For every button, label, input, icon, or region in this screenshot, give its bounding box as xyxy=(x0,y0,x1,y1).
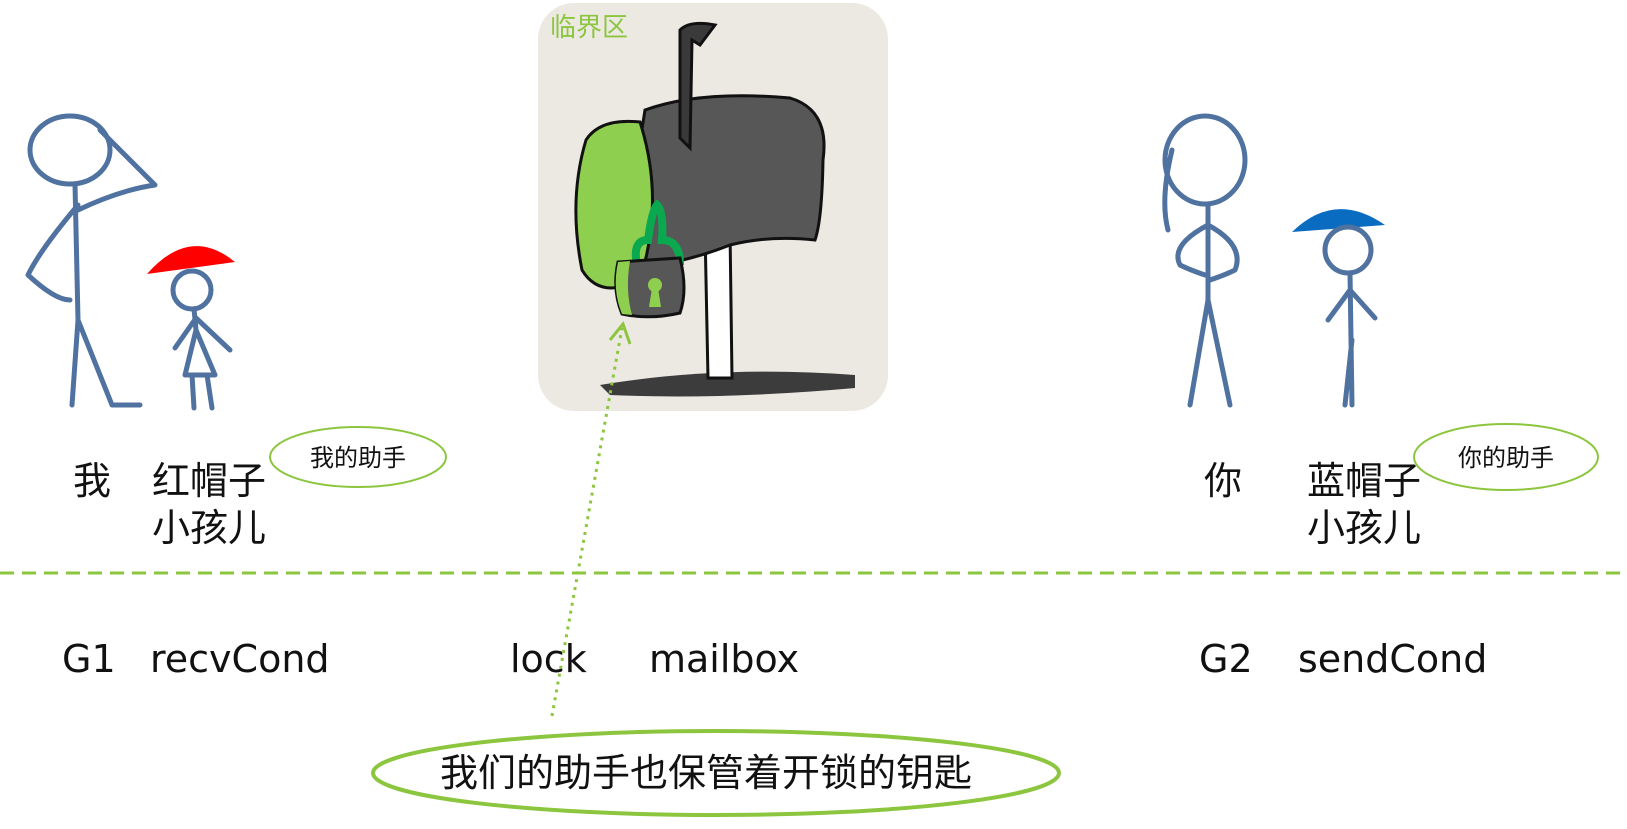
you-stick-figure xyxy=(1162,113,1248,408)
red-hat-kid-figure xyxy=(147,246,235,411)
your-helper-label: 你的助手 xyxy=(1458,444,1554,472)
bottom-note: 我们的助手也保管着开锁的钥匙 xyxy=(440,751,972,795)
me-stick-figure xyxy=(25,113,158,408)
blue-hat-kid-label: 小孩儿 xyxy=(1307,506,1421,550)
critical-section-label: 临界区 xyxy=(550,13,628,43)
mailbox-label: mailbox xyxy=(649,637,799,681)
your-helper-bubble xyxy=(1413,423,1599,491)
g1-label: G1 xyxy=(62,637,116,681)
you-label: 你 xyxy=(1204,459,1242,503)
blue-hat-label: 蓝帽子 xyxy=(1307,459,1421,503)
critical-section-panel: 临界区 xyxy=(538,3,888,411)
red-hat-label: 红帽子 xyxy=(152,459,266,503)
sendcond-label: sendCond xyxy=(1298,637,1487,681)
recvcond-label: recvCond xyxy=(150,637,330,681)
red-hat-kid-label: 小孩儿 xyxy=(152,506,266,550)
my-helper-label: 我的助手 xyxy=(310,444,406,472)
blue-hat-kid-figure xyxy=(1292,209,1385,408)
g2-label: G2 xyxy=(1199,637,1253,681)
padlock-icon xyxy=(614,199,686,319)
bottom-note-bubble xyxy=(371,729,1061,817)
me-label: 我 xyxy=(73,459,111,503)
my-helper-bubble xyxy=(269,426,447,488)
key-arrow xyxy=(550,320,632,717)
lock-label: lock xyxy=(510,637,587,681)
